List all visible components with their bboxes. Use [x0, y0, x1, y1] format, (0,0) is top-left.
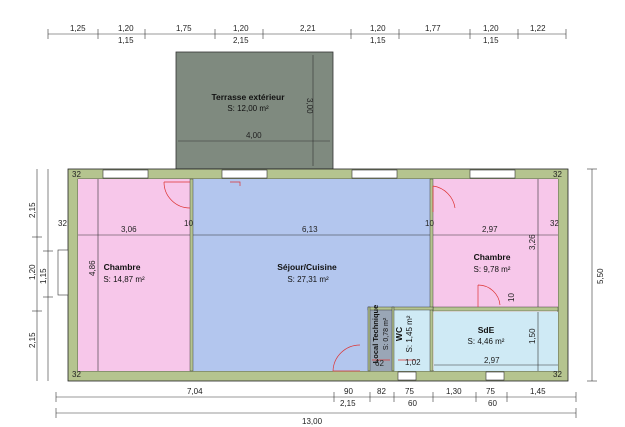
- terrasse-area-label: S: 12,00 m²: [227, 104, 269, 113]
- dim-top-7: 1,77: [425, 24, 441, 33]
- dim-chambre-2-height: 3,26: [528, 234, 537, 250]
- dim-wall-side-left: 32: [58, 219, 67, 228]
- dim-top2-3: 1,15: [370, 36, 386, 45]
- dim-wall-top-right: 32: [553, 170, 562, 179]
- sde-area: S: 4,46 m²: [468, 337, 505, 346]
- dim-right-total: 5,50: [596, 268, 605, 284]
- dim-chambre-2-width: 2,97: [482, 225, 498, 234]
- dim-sde-width: 2,97: [484, 356, 500, 365]
- dim-local-width: 62: [375, 359, 384, 368]
- dim-wall-top-left: 32: [72, 170, 81, 179]
- terrasse-area: [175, 51, 334, 170]
- dim-wall-side-right: 32: [550, 219, 559, 228]
- dim-top-1: 1,25: [70, 24, 86, 33]
- dim-top-5: 2,21: [300, 24, 316, 33]
- right-dimensions: [587, 168, 597, 382]
- room-chambre-2: [432, 179, 558, 308]
- dim-top2-4: 1,15: [483, 36, 499, 45]
- wc-area: S: 1,45 m²: [405, 315, 414, 352]
- dim-wc-width: 1,02: [405, 358, 421, 367]
- dim-bottom-7: 1,45: [530, 387, 546, 396]
- dim-top-9: 1,22: [530, 24, 546, 33]
- windows: [57, 169, 516, 381]
- dim-top-8: 1,20: [483, 24, 499, 33]
- dim-partition-2: 10: [425, 219, 434, 228]
- room-wc: [394, 308, 432, 371]
- dim-bottom-6: 75: [486, 387, 495, 396]
- left-dimensions: [32, 169, 53, 381]
- dim-left-2: 1,20: [28, 264, 37, 280]
- chambre-2-name: Chambre: [474, 252, 511, 262]
- terrasse-name: Terrasse extérieur: [211, 92, 285, 102]
- inner-dimensions: [78, 179, 558, 371]
- dim-top-2: 1,20: [118, 24, 134, 33]
- dim-partition-1: 10: [184, 219, 193, 228]
- local-technique-name: Local Technique: [371, 305, 380, 364]
- dim-bottom-total: 13,00: [302, 417, 323, 426]
- dim-sejour-width: 6,13: [302, 225, 318, 234]
- chambre-1-area: S: 14,87 m²: [103, 275, 145, 284]
- dim-wall-bottom-right: 32: [553, 370, 562, 379]
- dim-bottom-2: 90: [344, 387, 353, 396]
- dim-bottom2-2: 60: [408, 399, 417, 408]
- bottom-dimensions: [55, 392, 577, 418]
- dim-top2-2: 2,15: [233, 36, 249, 45]
- sde-name: SdE: [478, 325, 495, 335]
- dim-bottom2-1: 2,15: [340, 399, 356, 408]
- room-terrasse: Terrasse extérieur S: 12,00 m² 4,00 3,00: [175, 51, 334, 170]
- room-sde: [434, 312, 558, 371]
- dim-left-3: 2,15: [28, 332, 37, 348]
- sejour-name: Séjour/Cuisine: [277, 262, 337, 272]
- doors: [163, 181, 501, 372]
- dim-chambre-1-height: 4,86: [88, 260, 97, 276]
- dim-terrasse-width: 4,00: [246, 131, 262, 140]
- top-dimensions: 1,25 1,20 1,75 1,20 2,21 1,20 1,77 1,20 …: [47, 24, 567, 45]
- chambre-2-area: S: 9,78 m²: [474, 265, 511, 274]
- room-chambre-1: [78, 179, 192, 371]
- interior-partitions: [189, 178, 559, 372]
- dim-top-3: 1,75: [176, 24, 192, 33]
- dim-left-1: 2,15: [28, 202, 37, 218]
- wc-name: WC: [394, 327, 404, 341]
- dim-terrasse-height: 3,00: [305, 98, 314, 114]
- chambre-1-name: Chambre: [104, 262, 141, 272]
- dim-chambre-1-width: 3,06: [121, 225, 137, 234]
- sejour-area: S: 27,31 m²: [287, 275, 329, 284]
- dim-wall-bottom-left: 32: [72, 370, 81, 379]
- local-technique-area: S: 0,78 m²: [383, 317, 390, 350]
- dim-bottom-4: 75: [405, 387, 414, 396]
- dim-top-4: 1,20: [233, 24, 249, 33]
- dim-bottom-5: 1,30: [446, 387, 462, 396]
- dim-bottom2-3: 60: [488, 399, 497, 408]
- dim-bottom-1: 7,04: [187, 387, 203, 396]
- dim-top2-1: 1,15: [118, 36, 134, 45]
- dim-bottom-3: 82: [377, 387, 386, 396]
- dim-partition-3: 10: [507, 293, 516, 302]
- dim-sde-height: 1,50: [528, 328, 537, 344]
- dim-left-inner: 1,15: [39, 268, 48, 284]
- dim-top-6: 1,20: [370, 24, 386, 33]
- room-local-technique: [370, 308, 392, 371]
